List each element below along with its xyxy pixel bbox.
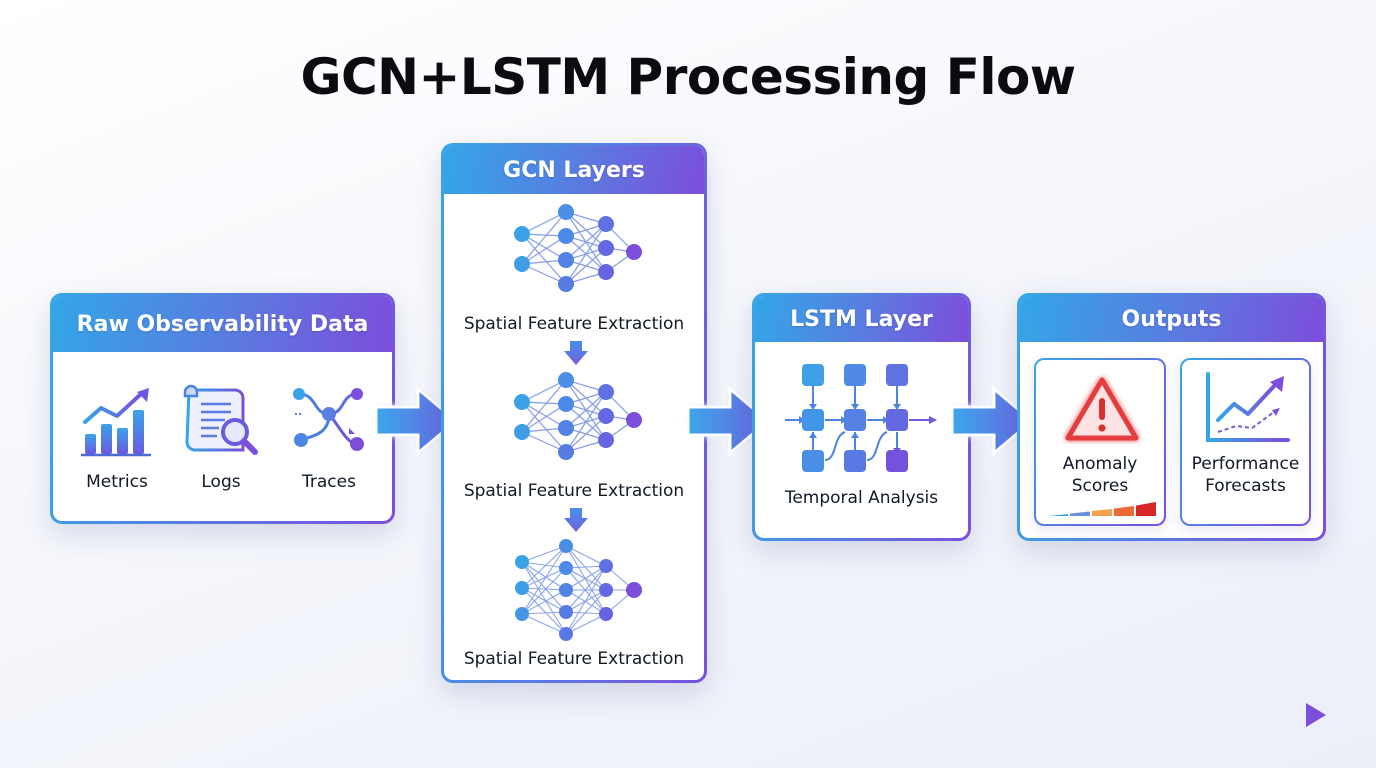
flow-arrow-right-icon <box>950 386 1035 456</box>
raw-item-label-logs: Logs <box>201 472 241 492</box>
trend-chart-icon <box>1206 372 1290 442</box>
lstm-grid-icon <box>785 364 937 472</box>
timeline-arrow-icon <box>51 703 1326 727</box>
bar-chart-icon <box>81 388 151 457</box>
raw-item-label-metrics: Metrics <box>86 472 148 492</box>
raw-data-header: Raw Observability Data <box>53 296 392 352</box>
flow-arrow-right-icon <box>686 386 771 456</box>
down-arrow-icon <box>564 341 588 365</box>
outputs-panel: Outputs Anomaly Scores Performance Forec… <box>1017 293 1326 541</box>
gcn-layer-label-2: Spatial Feature Extraction <box>463 481 685 501</box>
raw-item-label-traces: Traces <box>302 472 356 492</box>
down-arrow-icon <box>564 508 588 532</box>
raw-data-panel: Raw Observability Data Metrics Logs <box>50 293 395 524</box>
gcn-layer-label-3: Spatial Feature Extraction <box>463 649 685 669</box>
flow-arrow-right-icon <box>374 386 459 456</box>
page-title: GCN+LSTM Processing Flow <box>300 48 1076 106</box>
outputs-header: Outputs <box>1020 296 1323 342</box>
gcn-header: GCN Layers <box>444 146 704 194</box>
lstm-header: LSTM Layer <box>755 296 968 342</box>
performance-label-line2: Forecasts <box>1205 476 1286 496</box>
gcn-panel: GCN Layers Spatial Feature Extraction <box>441 143 707 683</box>
neural-network-icon <box>515 539 642 641</box>
lstm-label: Temporal Analysis <box>784 488 939 508</box>
lstm-panel: LSTM Layer <box>752 293 971 541</box>
anomaly-label-line1: Anomaly <box>1062 454 1138 474</box>
neural-network-icon <box>514 372 642 460</box>
anomaly-scores-card: Anomaly Scores <box>1034 358 1166 526</box>
gcn-layer-label-1: Spatial Feature Extraction <box>463 314 685 334</box>
neural-network-icon <box>514 204 642 292</box>
document-search-icon <box>183 384 258 455</box>
warning-triangle-icon <box>1065 377 1139 441</box>
trace-graph-icon <box>293 388 364 451</box>
score-gradient-bar-icon <box>1048 502 1156 516</box>
anomaly-label-line2: Scores <box>1071 476 1129 496</box>
performance-forecasts-card: Performance Forecasts <box>1180 358 1311 526</box>
performance-label-line1: Performance <box>1191 454 1300 474</box>
